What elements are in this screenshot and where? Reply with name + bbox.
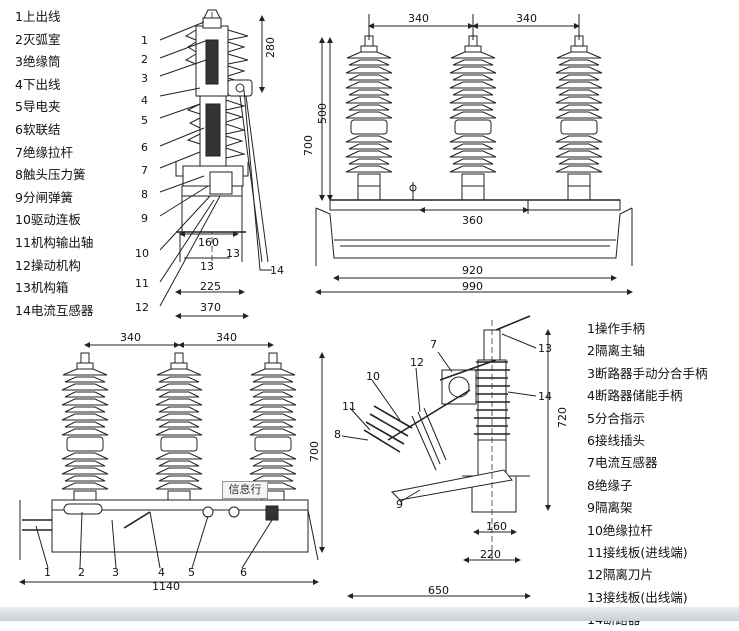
legend-top-parts: 1上出线 2灭弧室 3绝缘筒 4下出线 5导电夹 6软联结 7绝缘拉杆 8触头压… (15, 6, 93, 322)
legend-item: 1上出线 (15, 9, 61, 24)
callout: 5 (188, 566, 195, 579)
dimension-label: 225 (200, 280, 221, 293)
legend-item: 9分闸弹簧 (15, 189, 73, 205)
callout: 4 (141, 94, 148, 107)
dimension-label: 990 (462, 280, 483, 293)
dimension-label: 340 (216, 331, 237, 344)
legend-item: 12操动机构 (15, 257, 81, 273)
legend-item: 6软联结 (15, 121, 61, 137)
callout: 6 (141, 141, 148, 154)
dimension-label: 340 (408, 12, 429, 25)
legend-item: 6接线插头 (587, 432, 645, 448)
callout: 10 (135, 247, 149, 260)
dimension-label: 160 (198, 236, 219, 249)
legend-item: 9隔离架 (587, 500, 633, 516)
callout: 2 (141, 53, 148, 66)
legend-item: 14电流互感器 (15, 302, 94, 318)
callout: 11 (342, 400, 356, 413)
dimension-label: 340 (516, 12, 537, 25)
front-view-bottom: 340 340 700 1140 1 2 3 4 5 6 (19, 331, 325, 593)
callout: 12 (410, 356, 424, 369)
callout: 3 (112, 566, 119, 579)
callout: 4 (158, 566, 165, 579)
callout: 9 (141, 212, 148, 225)
callout: 14 (538, 390, 552, 403)
legend-item: 2灭弧室 (15, 31, 61, 47)
legend-item: 7绝缘拉杆 (15, 144, 73, 160)
callout: 1 (44, 566, 51, 579)
legend-item: 10绝缘拉杆 (587, 522, 653, 538)
legend-item: 2隔离主轴 (587, 343, 645, 359)
dimension-label: 340 (120, 331, 141, 344)
callout: 6 (240, 566, 247, 579)
callout: 5 (141, 114, 148, 127)
legend-item: 13接线板(出线端) (587, 589, 688, 605)
callout: 13 (226, 247, 240, 260)
callout: 11 (135, 277, 149, 290)
dimension-label: 700 (308, 441, 321, 462)
front-view-top: 340 340 500 700 360 920 990 (302, 12, 633, 295)
dimension-label: 160 (486, 520, 507, 533)
callout: 7 (141, 164, 148, 177)
legend-item: 1操作手柄 (587, 321, 645, 336)
dimension-label: 280 (264, 37, 277, 58)
legend-item: 5导电夹 (15, 99, 61, 115)
callout: 9 (396, 498, 403, 511)
dimension-label: 220 (480, 548, 501, 561)
callout: 14 (270, 264, 284, 277)
legend-item: 8触头压力簧 (15, 167, 86, 183)
legend-item: 11接线板(进线端) (587, 544, 688, 560)
legend-item: 7电流互感器 (587, 455, 658, 471)
legend-item: 10驱动连板 (15, 212, 81, 228)
legend-item: 12隔离刀片 (587, 567, 653, 583)
dimension-label: 370 (200, 301, 221, 314)
dimension-label: 920 (462, 264, 483, 277)
callout: 8 (141, 188, 148, 201)
legend-item: 3绝缘筒 (15, 54, 61, 70)
dimension-label: 720 (556, 407, 569, 428)
callout: 1 (141, 34, 148, 47)
callout: 8 (334, 428, 341, 441)
dimension-label: 1140 (152, 580, 180, 593)
legend-item: 8绝缘子 (587, 477, 633, 493)
legend-item: 11机构输出轴 (15, 234, 94, 250)
legend-item: 13机构箱 (15, 280, 69, 296)
callout: 10 (366, 370, 380, 383)
callout: 13 (538, 342, 552, 355)
side-view-top: 1 2 3 4 5 6 7 8 9 10 11 12 13 14 280 160… (135, 9, 284, 319)
legend-item: 4断路器储能手柄 (587, 388, 683, 404)
dimension-label: 13 (200, 260, 214, 273)
callout: 3 (141, 72, 148, 85)
info-stamp: 信息行 (222, 481, 268, 499)
callout: 2 (78, 566, 85, 579)
dimension-label: 360 (462, 214, 483, 227)
callout: 12 (135, 301, 149, 314)
side-view-bottom: 720 160 220 650 7 10 11 12 8 9 13 14 (334, 315, 569, 599)
dimension-label: 700 (302, 135, 315, 156)
dimension-label: 650 (428, 584, 449, 597)
bottom-border-strip (0, 607, 739, 621)
legend-item: 3断路器手动分合手柄 (587, 365, 708, 381)
legend-item: 5分合指示 (587, 410, 645, 426)
callout: 7 (430, 338, 437, 351)
legend-item: 4下出线 (15, 76, 61, 92)
legend-bottom-parts: 1操作手柄 2隔离主轴 3断路器手动分合手柄 4断路器储能手柄 5分合指示 6接… (587, 318, 707, 631)
